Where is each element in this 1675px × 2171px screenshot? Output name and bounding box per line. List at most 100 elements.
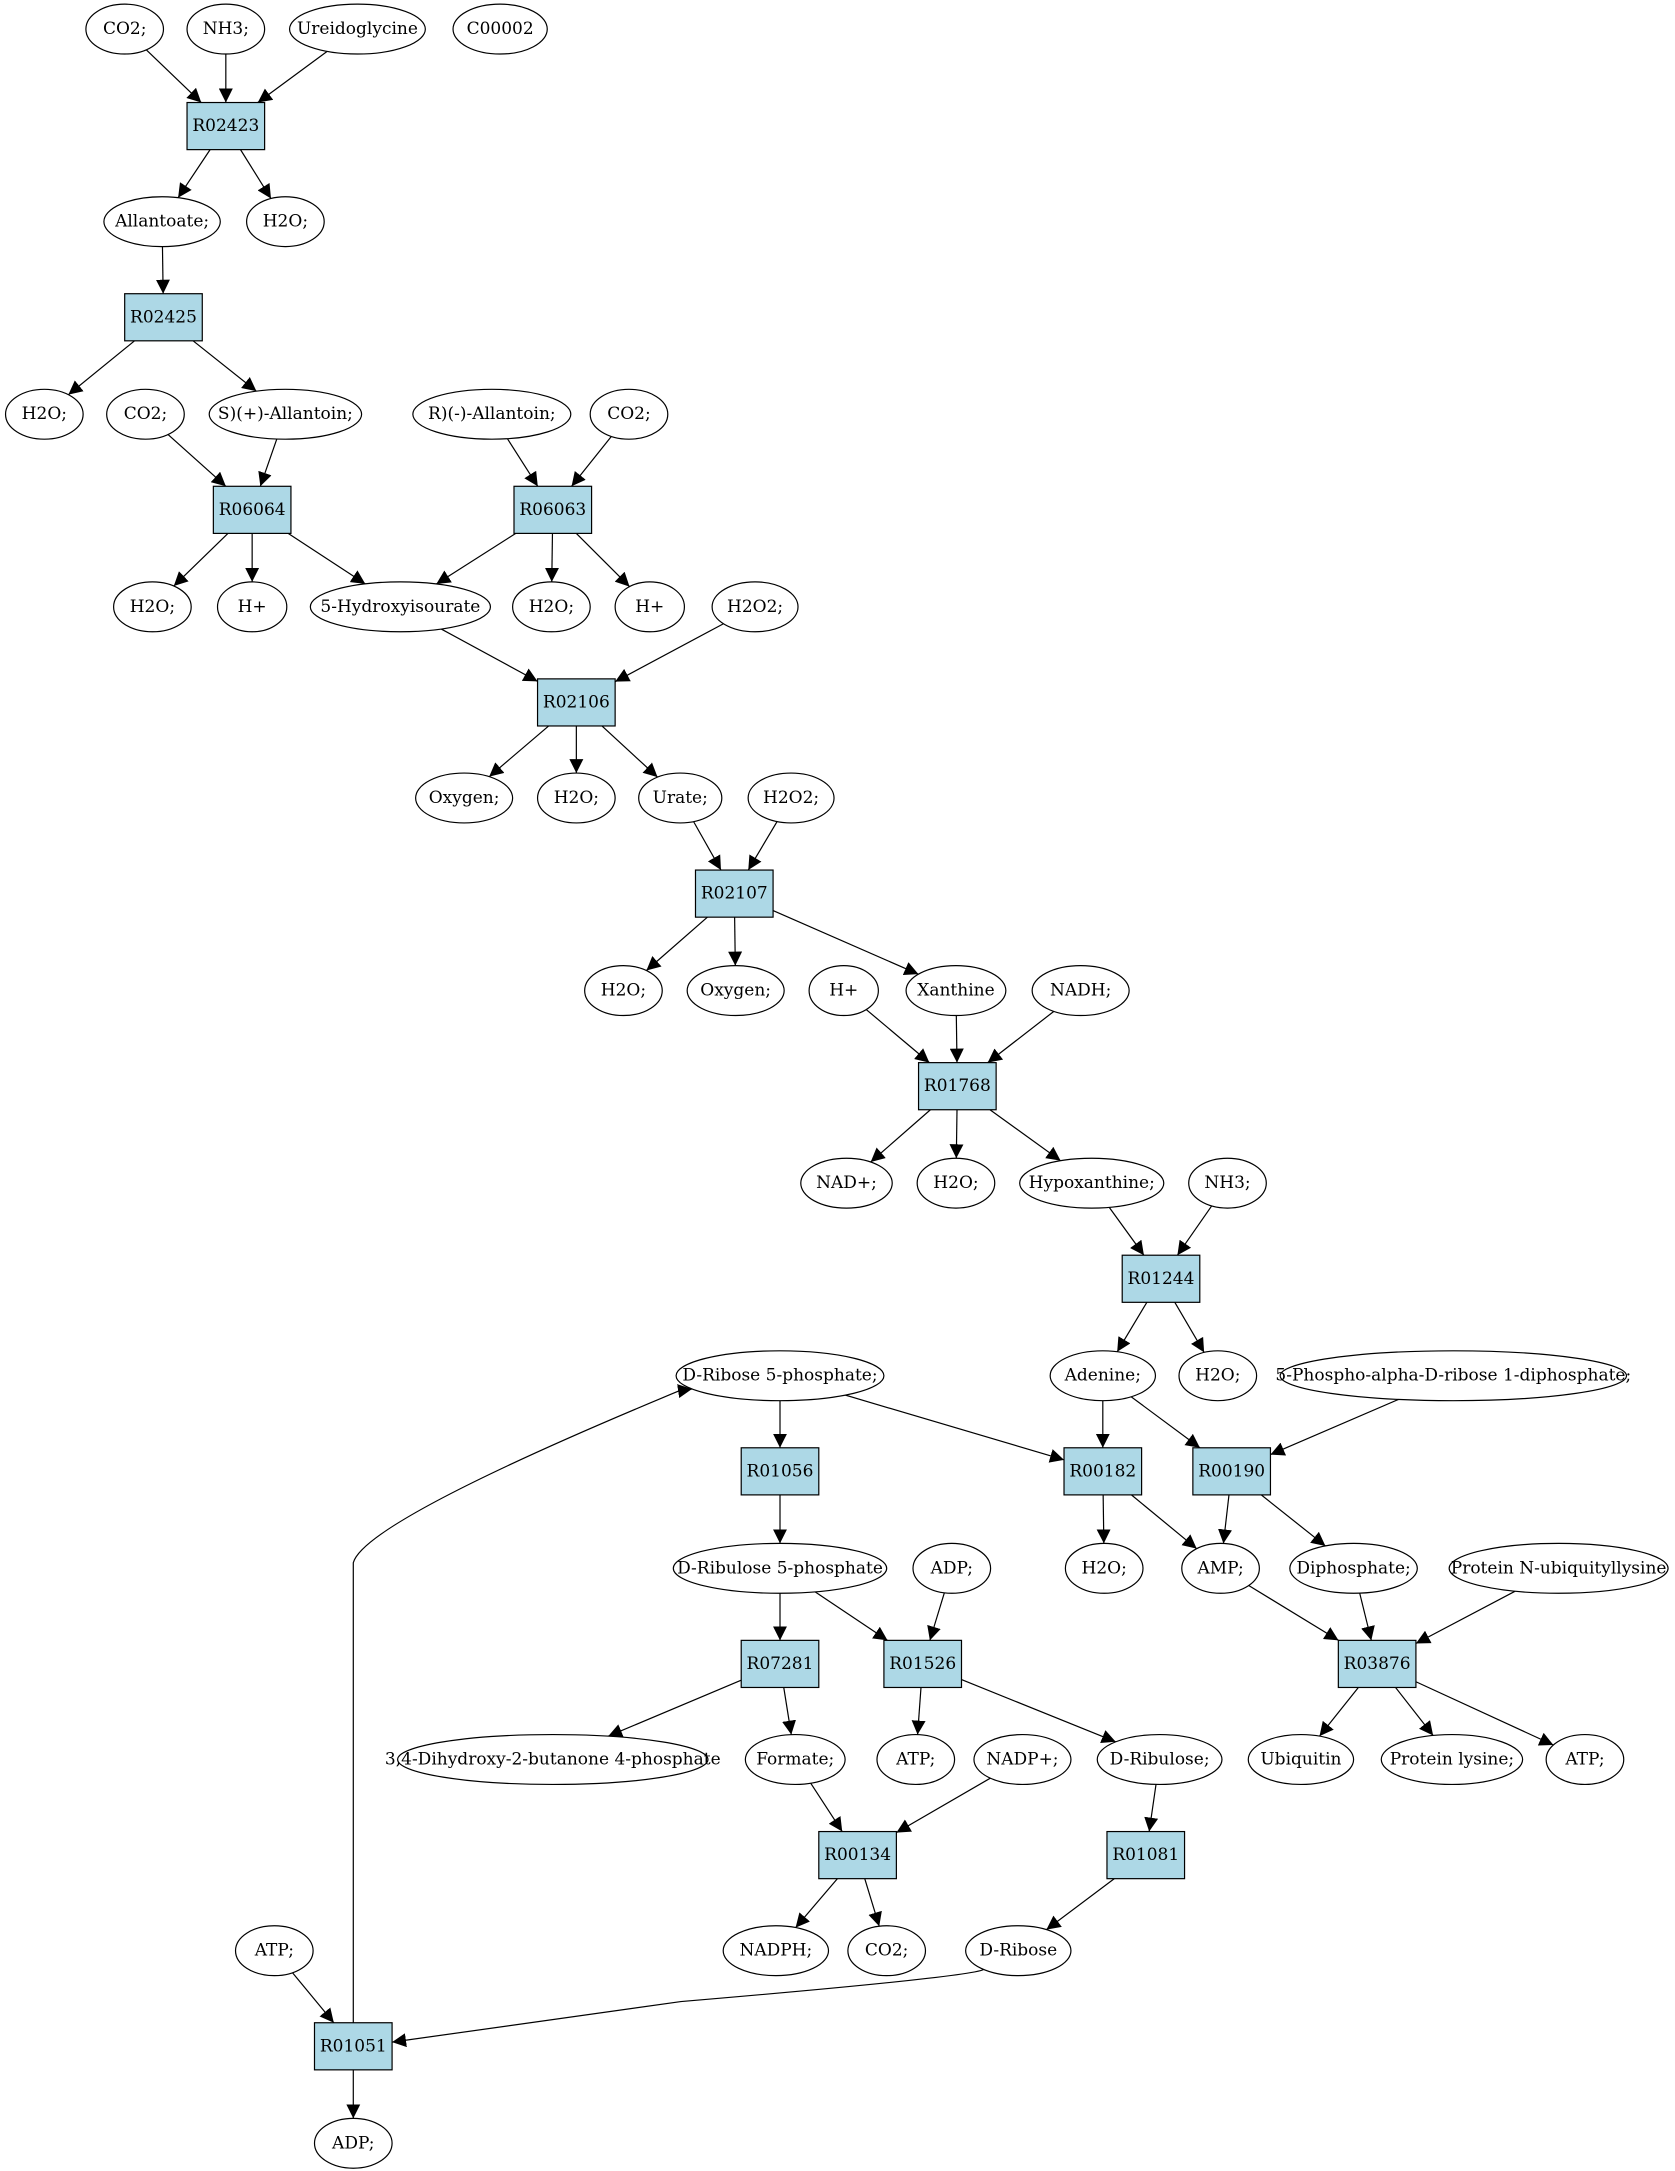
node-label: NAD+; xyxy=(816,1173,877,1193)
compound-node-c35[interactable]: D-Ribulose 5-phosphate xyxy=(672,1542,888,1594)
compound-node-c8[interactable]: CO2; xyxy=(106,388,185,440)
reaction-node-R02106[interactable]: R02106 xyxy=(536,678,616,727)
edge-R01768-to-c29 xyxy=(989,1109,1061,1162)
compound-node-c7[interactable]: H2O; xyxy=(4,388,84,440)
compound-node-c31[interactable]: D-Ribose 5-phosphate; xyxy=(675,1350,885,1402)
compound-node-c37[interactable]: H2O; xyxy=(1064,1542,1144,1594)
edge-R00190-to-c39 xyxy=(1260,1494,1326,1547)
edge-c52-to-R01051 xyxy=(391,1968,984,2048)
compound-node-c48[interactable]: ATP; xyxy=(1545,1733,1625,1786)
compound-node-c16[interactable]: H+ xyxy=(614,581,686,633)
compound-node-c12[interactable]: H2O; xyxy=(113,581,192,633)
reaction-node-R00134[interactable]: R00134 xyxy=(818,1830,897,1880)
compound-node-c24[interactable]: H+ xyxy=(808,965,879,1017)
compound-node-c27[interactable]: NAD+; xyxy=(800,1157,893,1209)
compound-node-c32[interactable]: Adenine; xyxy=(1049,1350,1157,1402)
reaction-node-R06064[interactable]: R06064 xyxy=(212,485,292,534)
compound-node-c39[interactable]: Diphosphate; xyxy=(1289,1542,1418,1594)
compound-node-c34[interactable]: 5-Phospho-alpha-D-ribose 1-diphosphate; xyxy=(1275,1350,1631,1402)
reaction-node-R07281[interactable]: R07281 xyxy=(740,1639,820,1689)
reaction-node-R03876[interactable]: R03876 xyxy=(1337,1639,1417,1689)
compound-node-c28[interactable]: H2O; xyxy=(916,1157,996,1209)
node-label: Formate; xyxy=(756,1750,834,1770)
compound-node-c49[interactable]: ATP; xyxy=(234,1925,314,1977)
compound-node-c36[interactable]: ADP; xyxy=(912,1542,992,1594)
compound-node-c23[interactable]: Oxygen; xyxy=(686,965,785,1017)
compound-node-c52[interactable]: D-Ribose xyxy=(965,1925,1072,1977)
node-label: D-Ribulose 5-phosphate xyxy=(677,1558,883,1578)
edge-R01244-to-c32 xyxy=(1116,1302,1148,1353)
compound-node-c38[interactable]: AMP; xyxy=(1181,1542,1260,1594)
reaction-node-R01244[interactable]: R01244 xyxy=(1121,1254,1201,1303)
compound-node-c19[interactable]: H2O; xyxy=(536,772,616,824)
compound-ellipse xyxy=(847,1925,927,1977)
edge-R06063-to-c15 xyxy=(544,533,559,582)
node-label: H+ xyxy=(635,597,664,617)
node-label: ATP; xyxy=(1564,1750,1604,1770)
reaction-node-R00182[interactable]: R00182 xyxy=(1063,1447,1143,1496)
reaction-node-R06063[interactable]: R06063 xyxy=(513,485,593,534)
compound-node-c44[interactable]: NADP+; xyxy=(973,1733,1072,1786)
reaction-node-R02425[interactable]: R02425 xyxy=(124,293,203,342)
compound-node-c22[interactable]: H2O; xyxy=(584,965,663,1017)
compound-node-c20[interactable]: Urate; xyxy=(638,772,723,824)
compound-node-c9[interactable]: S)(+)-Allantoin; xyxy=(208,388,363,440)
node-label: Oxygen; xyxy=(429,788,500,808)
reaction-node-R01051[interactable]: R01051 xyxy=(313,2022,393,2071)
edge-c44-to-R00134 xyxy=(896,1777,991,1834)
compound-node-c21[interactable]: H2O2; xyxy=(747,772,835,824)
compound-node-c1[interactable]: CO2; xyxy=(85,3,165,55)
reaction-box xyxy=(694,869,774,918)
compound-node-c47[interactable]: Protein lysine; xyxy=(1380,1733,1524,1786)
compound-node-c3[interactable]: Ureidoglycine xyxy=(288,3,426,55)
reaction-node-R01526[interactable]: R01526 xyxy=(883,1639,963,1689)
reaction-node-R02423[interactable]: R02423 xyxy=(186,101,266,151)
node-label: 5-Hydroxyisourate xyxy=(320,597,480,617)
compound-node-c11[interactable]: CO2; xyxy=(589,388,669,440)
compound-node-c10[interactable]: R)(-)-Allantoin; xyxy=(412,388,572,440)
compound-node-c41[interactable]: 3,4-Dihydroxy-2-butanone 4-phosphate xyxy=(385,1733,721,1786)
compound-node-c46[interactable]: Ubiquitin xyxy=(1247,1733,1355,1786)
compound-node-c30[interactable]: NH3; xyxy=(1188,1157,1267,1209)
reaction-node-R01768[interactable]: R01768 xyxy=(917,1062,997,1111)
compound-node-c15[interactable]: H2O; xyxy=(512,581,591,633)
reaction-node-R01081[interactable]: R01081 xyxy=(1106,1830,1186,1880)
compound-ellipse xyxy=(234,1925,314,1977)
edge-R00134-to-c51 xyxy=(864,1878,882,1927)
compound-node-c50[interactable]: NADPH; xyxy=(722,1925,830,1977)
compound-ellipse xyxy=(1031,965,1130,1017)
compound-node-c40[interactable]: Protein N-ubiquityllysine xyxy=(1448,1542,1669,1594)
compound-node-c2[interactable]: NH3; xyxy=(186,3,266,55)
compound-node-c25[interactable]: Xanthine xyxy=(905,965,1007,1017)
edge-c32-to-R00190 xyxy=(1130,1396,1201,1449)
compound-node-c4[interactable]: C00002 xyxy=(452,3,548,55)
compound-ellipse xyxy=(1096,1733,1223,1786)
compound-node-c43[interactable]: ATP; xyxy=(876,1733,956,1786)
node-label: R07281 xyxy=(747,1654,814,1674)
compound-node-c17[interactable]: H2O2; xyxy=(711,581,799,633)
node-label: H2O2; xyxy=(727,597,783,617)
edge-R02107-to-c23 xyxy=(728,917,743,966)
compound-node-c26[interactable]: NADH; xyxy=(1031,965,1130,1017)
compound-node-c51[interactable]: CO2; xyxy=(847,1925,927,1977)
compound-node-c6[interactable]: H2O; xyxy=(246,196,325,248)
edge-R06063-to-c14 xyxy=(436,532,517,585)
edge-R01244-to-c33 xyxy=(1174,1302,1205,1353)
reaction-node-R01056[interactable]: R01056 xyxy=(740,1447,820,1496)
reaction-node-R02107[interactable]: R02107 xyxy=(694,869,774,918)
compound-node-c33[interactable]: H2O; xyxy=(1178,1350,1258,1402)
compound-node-c5[interactable]: Allantoate; xyxy=(103,196,221,248)
node-label: R03876 xyxy=(1344,1654,1411,1674)
compound-node-c14[interactable]: 5-Hydroxyisourate xyxy=(309,581,492,633)
compound-node-c13[interactable]: H+ xyxy=(216,581,288,633)
compound-node-c29[interactable]: Hypoxanthine; xyxy=(1019,1157,1165,1209)
compound-node-c18[interactable]: Oxygen; xyxy=(415,772,514,824)
reaction-box xyxy=(536,678,616,727)
compound-node-c42[interactable]: Formate; xyxy=(744,1733,846,1786)
reaction-node-R00190[interactable]: R00190 xyxy=(1192,1447,1272,1496)
compound-ellipse xyxy=(1178,1350,1258,1402)
compound-node-c53[interactable]: ADP; xyxy=(313,2117,393,2169)
compound-ellipse xyxy=(106,388,185,440)
compound-node-c45[interactable]: D-Ribulose; xyxy=(1096,1733,1223,1786)
edge-c31-to-R00182 xyxy=(845,1394,1065,1463)
